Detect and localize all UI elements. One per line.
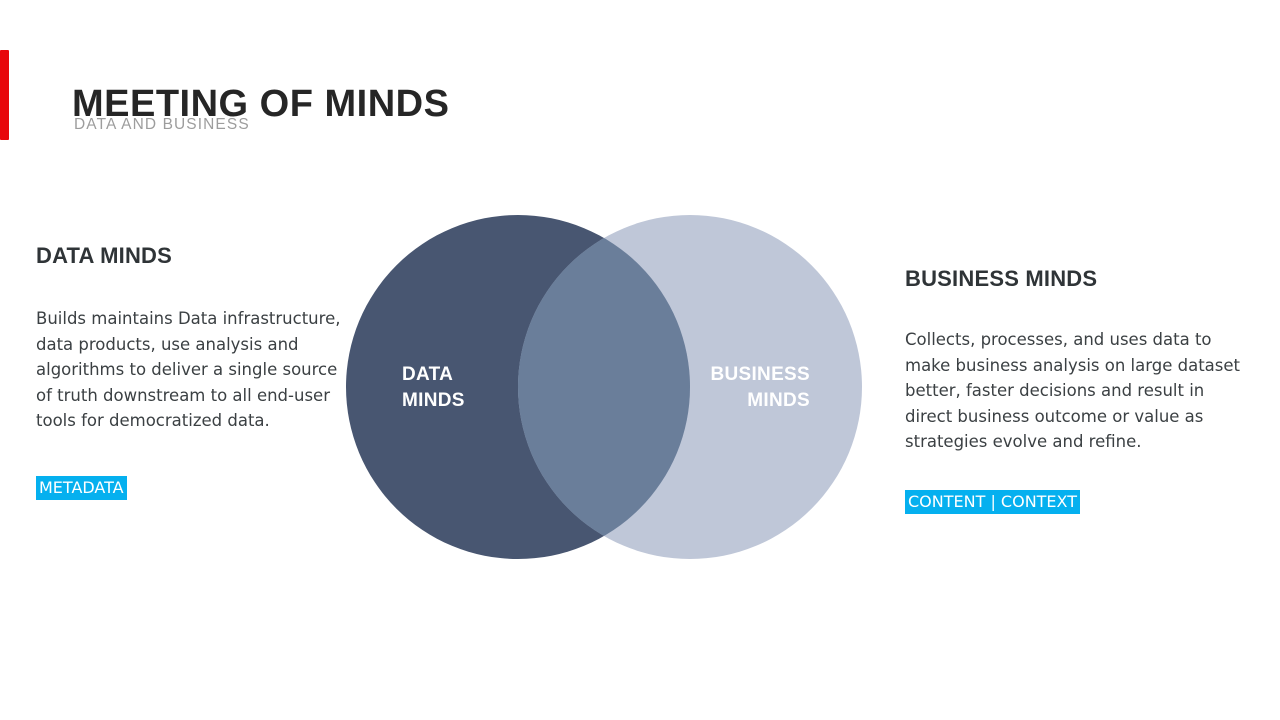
- right-panel: BUSINESS MINDS Collects, processes, and …: [905, 266, 1250, 514]
- venn-label-left: DATA MINDS: [402, 362, 532, 414]
- venn-label-left-line1: DATA: [402, 364, 454, 385]
- venn-overlap: [518, 215, 690, 559]
- venn-label-right-line1: BUSINESS: [710, 364, 810, 385]
- right-panel-tag: CONTENT | CONTEXT: [905, 489, 1080, 514]
- page-title: MEETING OF MINDS: [72, 83, 450, 126]
- venn-label-right: BUSINESS MINDS: [660, 362, 810, 414]
- venn-label-right-line2: MINDS: [747, 390, 810, 411]
- page-subtitle: DATA AND BUSINESS: [74, 116, 250, 133]
- venn-label-left-line2: MINDS: [402, 390, 465, 411]
- accent-bar: [0, 50, 9, 140]
- left-panel-tag-wrap: METADATA: [36, 475, 381, 500]
- venn-diagram: DATA MINDS BUSINESS MINDS: [340, 210, 870, 562]
- left-panel-tag: METADATA: [36, 475, 127, 500]
- left-panel: DATA MINDS Builds maintains Data infrast…: [36, 243, 381, 500]
- left-panel-body: Builds maintains Data infrastructure, da…: [36, 309, 341, 431]
- right-panel-tag-wrap: CONTENT | CONTEXT: [905, 489, 1250, 514]
- right-panel-heading: BUSINESS MINDS: [905, 266, 1098, 291]
- right-panel-body: Collects, processes, and uses data to ma…: [905, 330, 1240, 452]
- venn-diagram-svg: [346, 215, 862, 559]
- left-panel-heading: DATA MINDS: [36, 243, 173, 268]
